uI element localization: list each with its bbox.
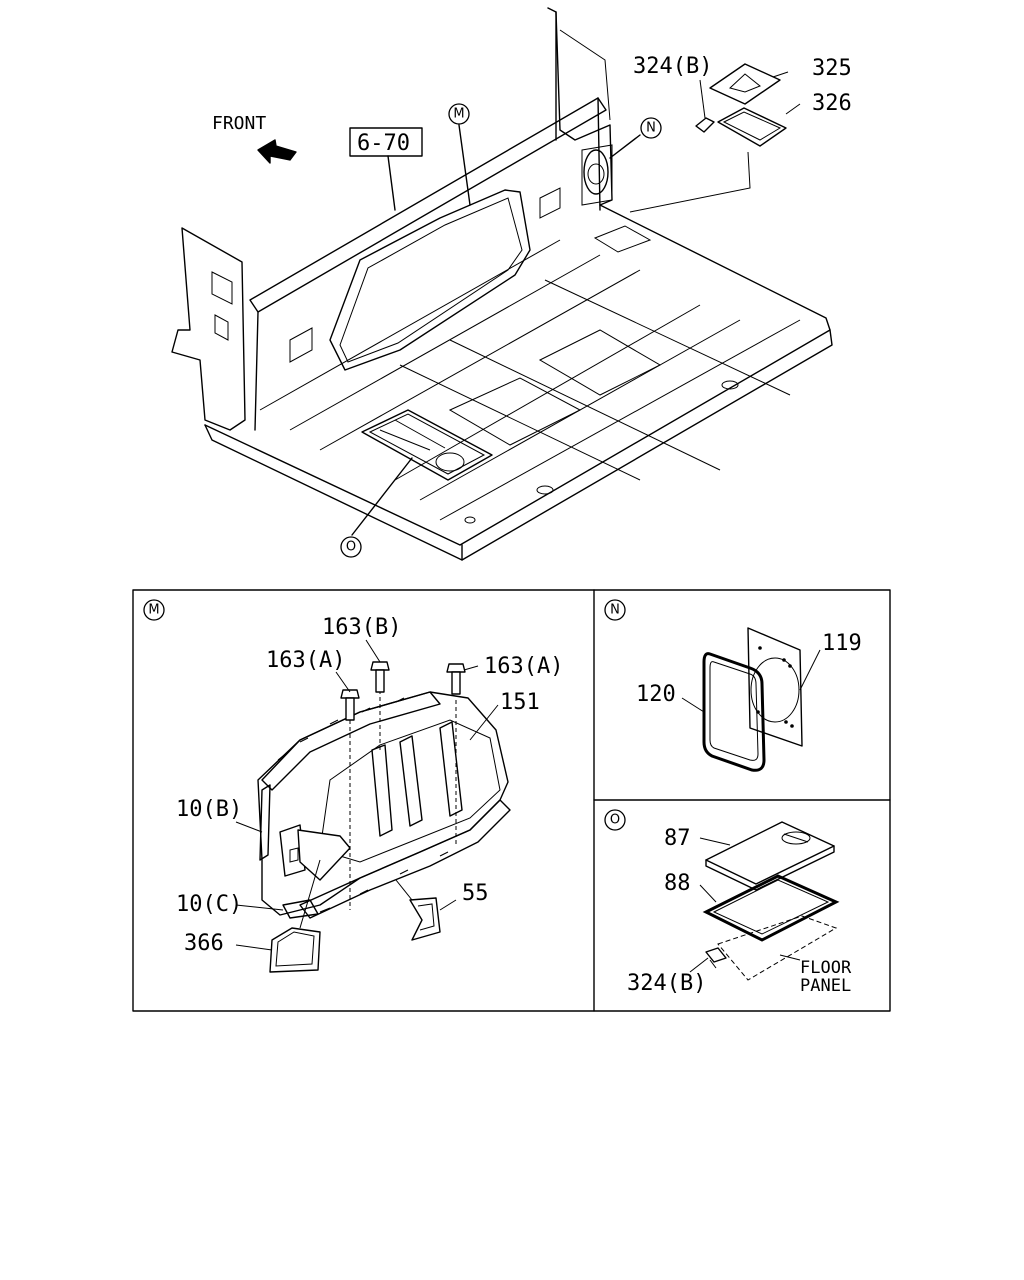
detail-o-drawing <box>689 821 840 981</box>
reference-box-label: 6-70 <box>357 131 410 156</box>
svg-text:N: N <box>646 121 656 136</box>
label-10c: 10(C) <box>176 892 242 917</box>
detail-m-marker: M <box>143 599 165 621</box>
label-325: 325 <box>812 56 852 81</box>
label-324b-main: 324(B) <box>633 54 712 79</box>
marker-m-main: M <box>448 103 470 125</box>
label-55: 55 <box>462 881 489 906</box>
label-324b-detail: 324(B) <box>627 971 706 996</box>
label-163b: 163(B) <box>322 615 401 640</box>
label-163a-left: 163(A) <box>266 648 345 673</box>
marker-o-main: O <box>340 536 362 558</box>
svg-text:O: O <box>610 813 620 828</box>
label-119: 119 <box>822 631 862 656</box>
svg-text:M: M <box>148 603 159 618</box>
svg-text:N: N <box>610 603 620 618</box>
svg-text:M: M <box>453 107 464 122</box>
detail-o-marker: O <box>604 809 626 831</box>
label-366: 366 <box>184 931 224 956</box>
label-163a-right: 163(A) <box>484 654 563 679</box>
marker-n-main: N <box>640 117 662 139</box>
label-10b: 10(B) <box>176 797 242 822</box>
label-326: 326 <box>812 91 852 116</box>
label-88: 88 <box>664 871 691 896</box>
label-front: FRONT <box>212 113 266 134</box>
label-floor: FLOOR <box>800 958 852 978</box>
label-panel: PANEL <box>800 976 851 996</box>
label-151: 151 <box>500 690 540 715</box>
detail-n-marker: N <box>604 599 626 621</box>
detail-m-drawing <box>235 639 511 973</box>
detail-n-drawing <box>681 627 821 772</box>
label-120: 120 <box>636 682 676 707</box>
label-87: 87 <box>664 826 691 851</box>
svg-text:O: O <box>346 540 356 555</box>
floor-assembly-drawing <box>171 7 833 561</box>
